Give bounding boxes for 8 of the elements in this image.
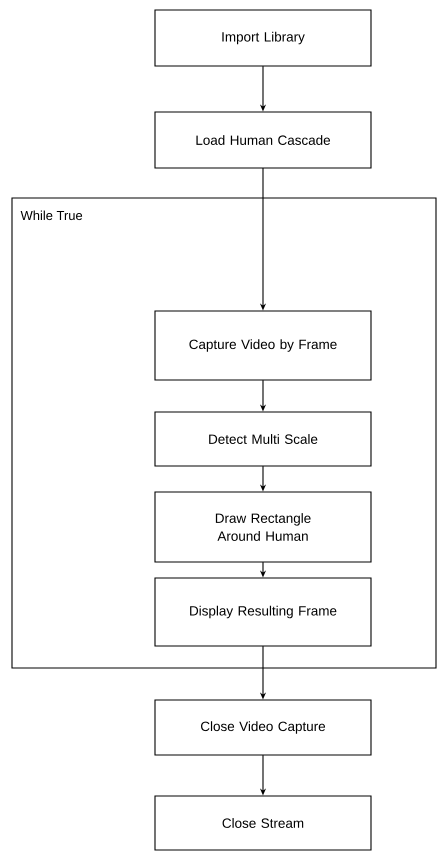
process-box: Detect Multi Scale — [154, 411, 372, 467]
process-box: Display Resulting Frame — [154, 577, 372, 647]
process-box: Close Stream — [154, 795, 372, 851]
process-box: Import Library — [154, 9, 372, 67]
process-box: Close Video Capture — [154, 699, 372, 756]
process-box: Load Human Cascade — [154, 111, 372, 169]
process-box: Draw Rectangle Around Human — [154, 491, 372, 563]
process-box: Capture Video by Frame — [154, 310, 372, 381]
